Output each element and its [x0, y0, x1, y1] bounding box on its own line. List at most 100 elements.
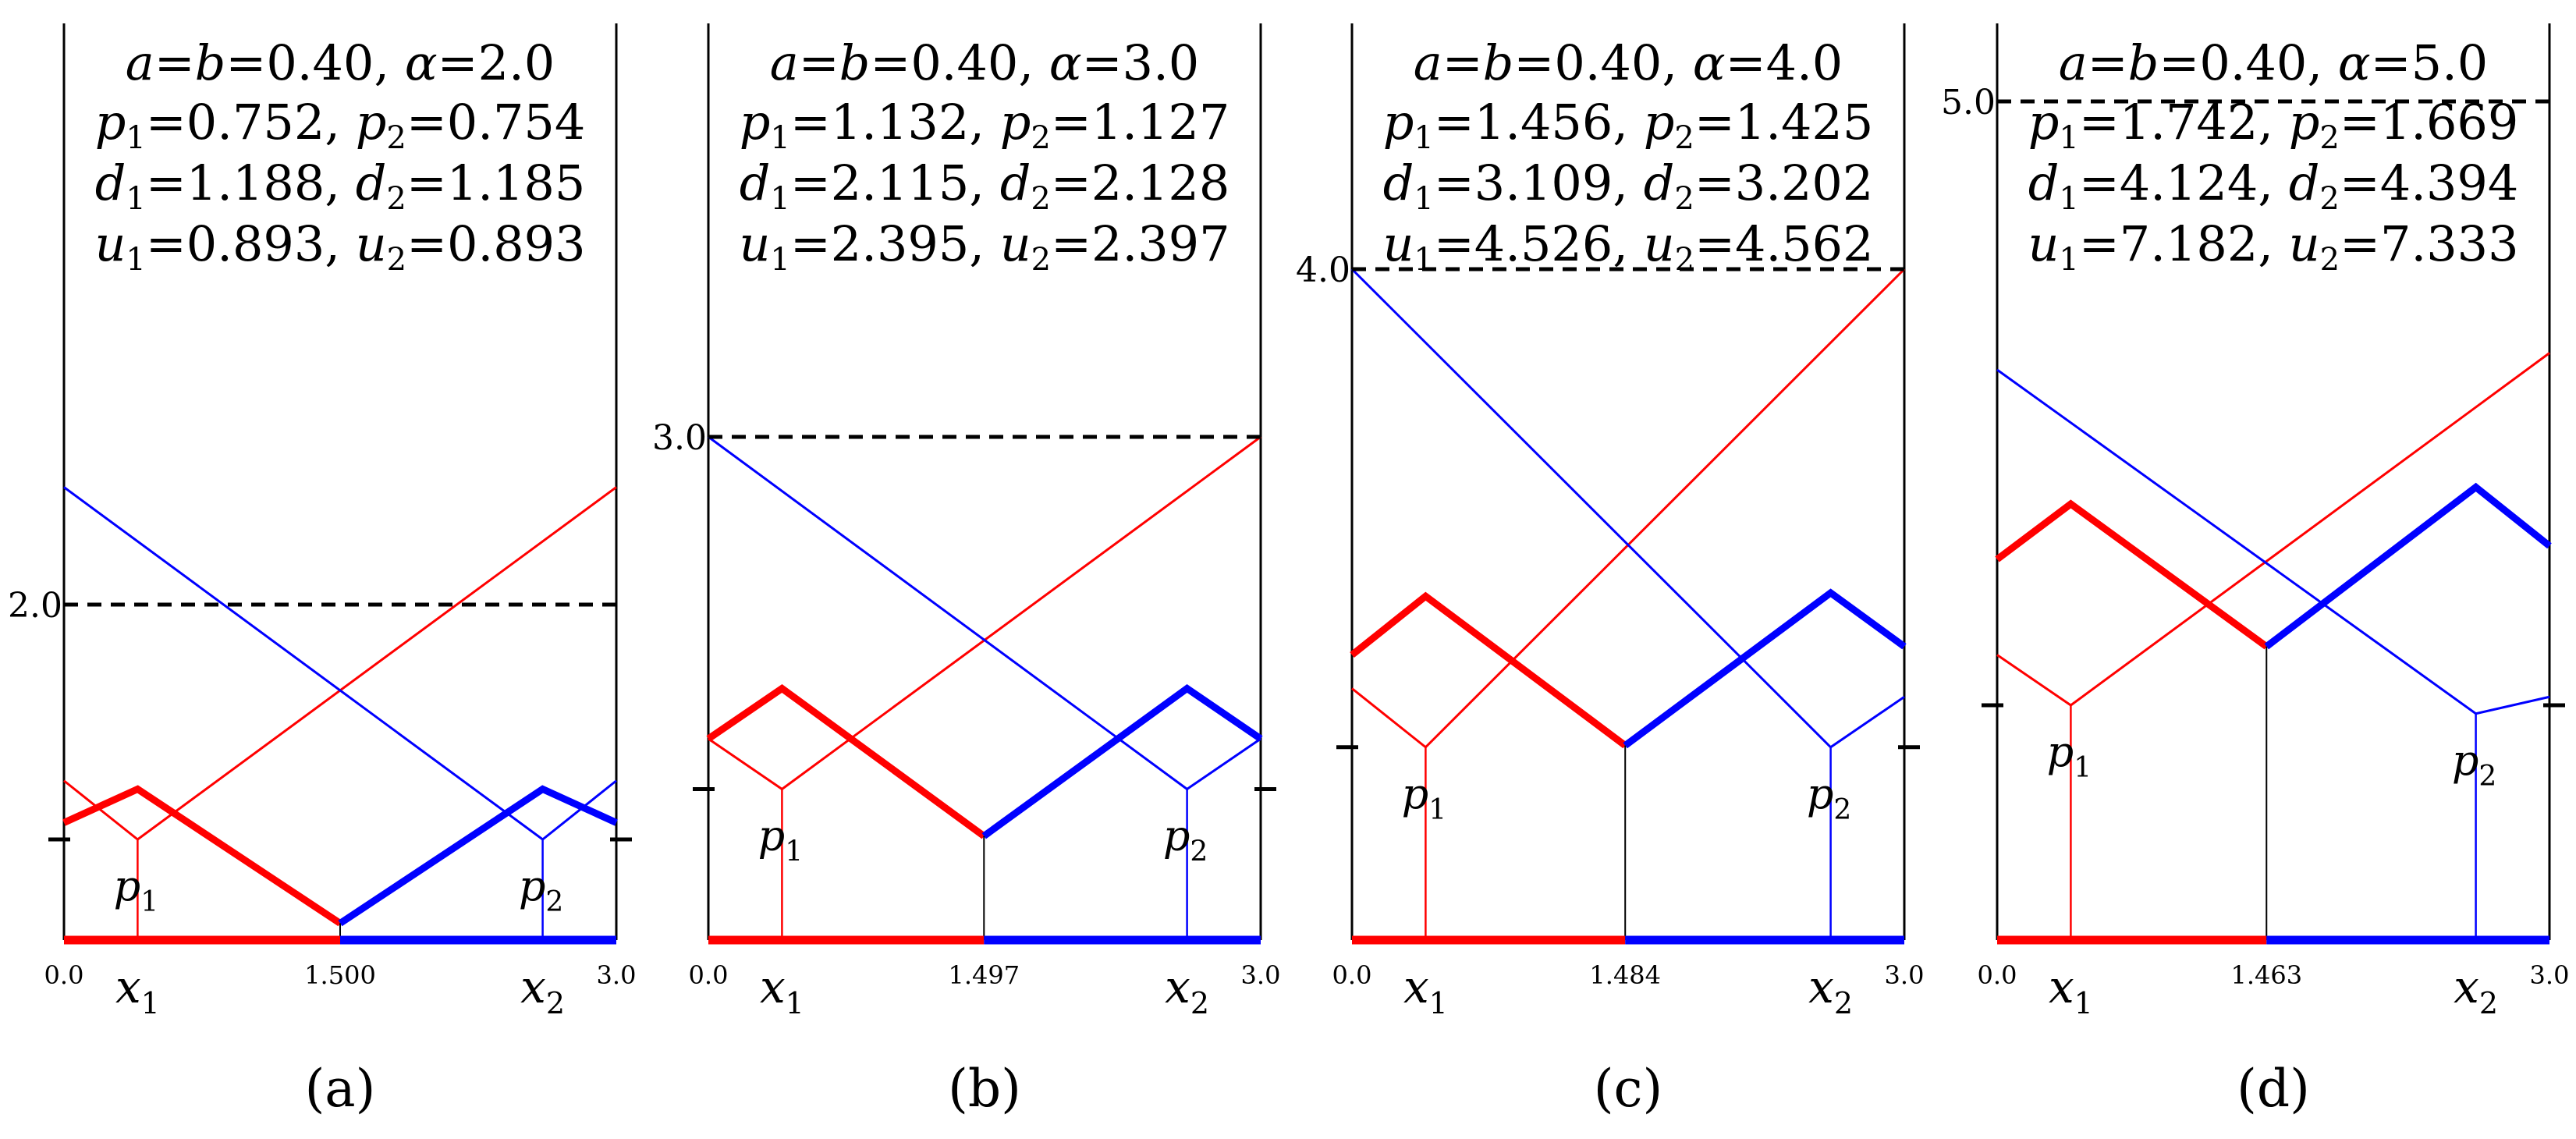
- u1-subscript: 1: [1414, 242, 1433, 278]
- red-thin-line: [708, 435, 1261, 791]
- p1-symbol: p: [740, 94, 771, 151]
- ab-value: =0.40,: [225, 34, 404, 91]
- a-symbol: a: [770, 34, 799, 91]
- d2-subscript: 2: [1031, 181, 1050, 217]
- x2-subscript: 2: [1834, 986, 1853, 1020]
- p1-subscript: 1: [785, 836, 803, 868]
- b-symbol: b: [839, 34, 871, 91]
- x-symbol: x: [2454, 960, 2479, 1013]
- p2-value: =0.754: [406, 94, 585, 151]
- b-symbol: b: [2128, 34, 2159, 91]
- d2-subscript: 2: [1674, 181, 1694, 217]
- x2-subscript: 2: [2479, 986, 2498, 1020]
- d2-symbol: d: [1000, 154, 1031, 211]
- u1-value: =2.395,: [790, 215, 1000, 272]
- u1-subscript: 1: [126, 242, 145, 278]
- p1-value: =1.456,: [1434, 94, 1644, 151]
- u1-value: =0.893,: [146, 215, 356, 272]
- x-symbol: x: [115, 960, 141, 1013]
- red-thick-curve: [1995, 499, 2269, 650]
- alpha-level-label: 5.0: [1941, 83, 1996, 122]
- header-u-line: u1=7.182, u2=7.333: [2028, 215, 2518, 278]
- p1-subscript: 1: [2059, 120, 2078, 156]
- equals-sign: =: [799, 34, 839, 91]
- header-d-line: d1=3.109, d2=3.202: [1383, 154, 1874, 217]
- u1-value: =4.526,: [1434, 215, 1644, 272]
- u2-value: =2.397: [1051, 215, 1229, 272]
- b-symbol: b: [195, 34, 226, 91]
- u2-subscript: 2: [2320, 242, 2340, 278]
- p1-symbol: p: [2028, 94, 2060, 151]
- u1-symbol: u: [94, 215, 126, 272]
- p2-subscript: 2: [2478, 761, 2496, 793]
- x-max-tick-label: 3.0: [1241, 960, 1281, 990]
- blue-thin-line: [1350, 268, 1905, 749]
- x2-axis-label: x2: [520, 960, 565, 1020]
- u2-value: =0.893: [406, 215, 585, 272]
- d2-value: =4.394: [2340, 154, 2518, 211]
- alpha-symbol: α: [1049, 34, 1082, 91]
- alpha-symbol: α: [1693, 34, 1726, 91]
- ab-value: =0.40,: [1513, 34, 1692, 91]
- p1-label: p1: [114, 861, 158, 918]
- d2-subscript: 2: [2319, 181, 2339, 217]
- p2-subscript: 2: [2319, 120, 2339, 156]
- p2-subscript: 2: [386, 120, 406, 156]
- p2-subscript: 2: [1833, 794, 1851, 826]
- header-u-line: u1=2.395, u2=2.397: [739, 215, 1229, 278]
- d1-symbol: d: [95, 154, 126, 211]
- p1-symbol: p: [95, 94, 126, 151]
- p2-subscript: 2: [1190, 836, 1208, 868]
- p1-subscript: 1: [2074, 752, 2092, 784]
- blue-thick-curve: [981, 683, 1263, 839]
- d1-value: =4.124,: [2079, 154, 2289, 211]
- blue-thin-line: [63, 486, 617, 841]
- d2-symbol: d: [1644, 154, 1675, 211]
- alpha-level-label: 3.0: [652, 418, 707, 458]
- p1-subscript: 1: [140, 886, 158, 918]
- panel-caption: (b): [948, 1059, 1021, 1119]
- d2-value: =2.128: [1051, 154, 1229, 211]
- red-thin-line: [1996, 352, 2550, 707]
- u2-subscript: 2: [1031, 242, 1051, 278]
- p-symbol: p: [1807, 769, 1834, 818]
- u2-symbol: u: [2289, 215, 2320, 272]
- d1-symbol: d: [1383, 154, 1414, 211]
- split-tick-label: 1.463: [2230, 960, 2302, 990]
- alpha-level-label: 4.0: [1296, 250, 1350, 290]
- u2-symbol: u: [356, 215, 387, 272]
- d1-value: =1.188,: [146, 154, 356, 211]
- x2-subscript: 2: [1190, 986, 1209, 1020]
- p1-value: =0.752,: [146, 94, 356, 151]
- alpha-symbol: α: [405, 34, 438, 91]
- red-thick-curve: [1350, 591, 1627, 749]
- alpha-value: =4.0: [1726, 34, 1843, 91]
- x1-subscript: 1: [786, 986, 804, 1020]
- red-thin-line: [63, 486, 617, 841]
- x-symbol: x: [760, 960, 786, 1013]
- panel-caption: (d): [2237, 1059, 2310, 1119]
- header-d-line: d1=4.124, d2=4.394: [2028, 154, 2519, 217]
- x-max-tick-label: 3.0: [2530, 960, 2570, 990]
- header-u-line: u1=0.893, u2=0.893: [94, 215, 585, 278]
- p2-symbol: p: [2289, 94, 2320, 151]
- u1-symbol: u: [1382, 215, 1414, 272]
- p1-label: p1: [2047, 727, 2092, 784]
- panel-caption: (c): [1594, 1059, 1662, 1119]
- x-symbol: x: [520, 960, 546, 1013]
- x1-axis-label: x1: [115, 960, 160, 1020]
- x1-axis-label: x1: [1403, 960, 1448, 1020]
- a-symbol: a: [1414, 34, 1442, 91]
- blue-thick-curve: [1623, 588, 1907, 749]
- x1-subscript: 1: [1429, 986, 1448, 1020]
- p1-symbol: p: [1383, 94, 1414, 151]
- d1-subscript: 1: [770, 181, 789, 217]
- equals-sign: =: [2088, 34, 2128, 91]
- p-symbol: p: [2452, 736, 2479, 785]
- u2-subscript: 2: [1675, 242, 1694, 278]
- alpha-value: =3.0: [1082, 34, 1200, 91]
- p-symbol: p: [1163, 811, 1190, 860]
- x-max-tick-label: 3.0: [597, 960, 637, 990]
